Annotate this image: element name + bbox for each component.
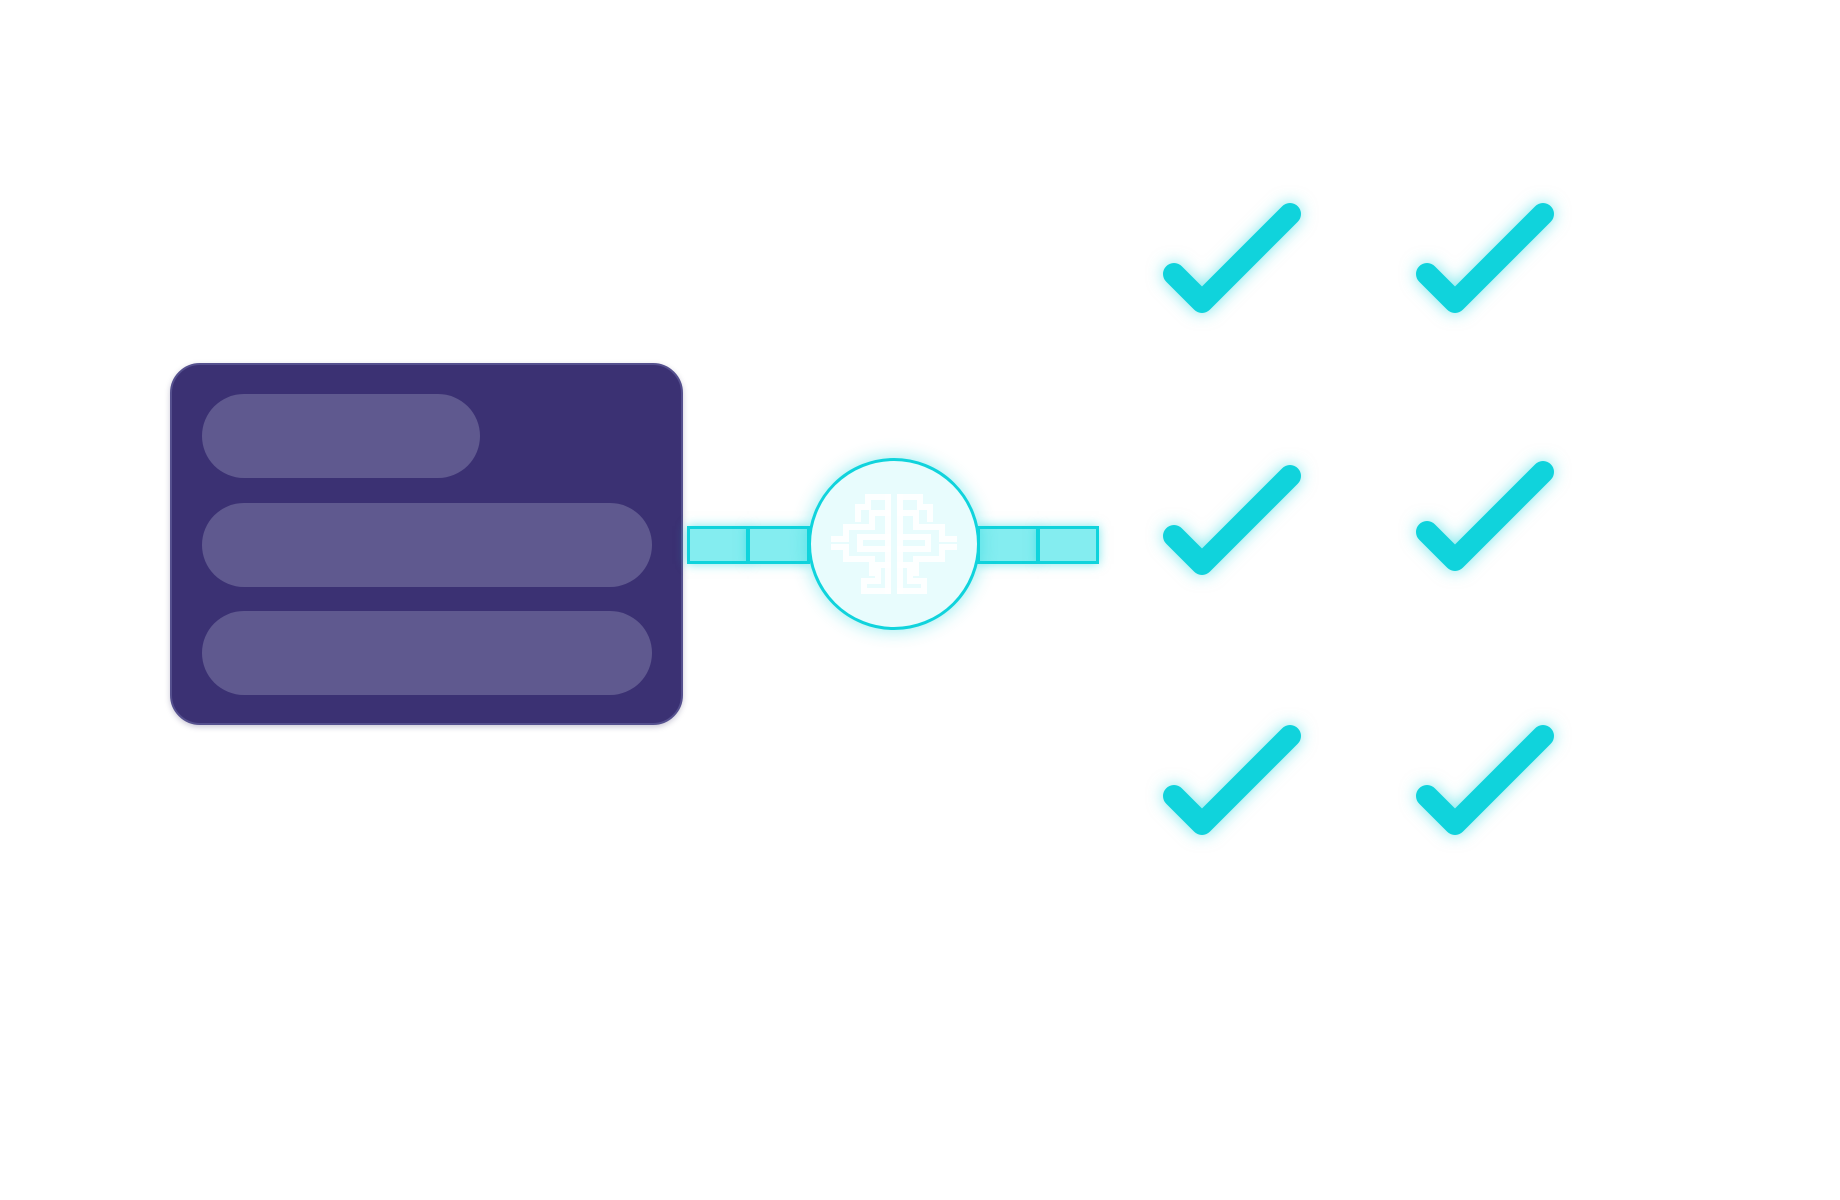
document-line-long	[202, 503, 652, 587]
checkmark-icon	[1411, 460, 1571, 580]
connector-segment-left-2	[747, 526, 810, 564]
document-line-long	[202, 611, 652, 695]
processing-node	[808, 458, 980, 630]
checkmark-icon	[1158, 202, 1318, 322]
connector-segment-left-1	[687, 526, 749, 564]
checkmark-icon	[1158, 724, 1318, 844]
document-line-short	[202, 394, 480, 478]
document-card	[170, 363, 683, 725]
brain-icon	[830, 489, 958, 599]
connector-segment-right-1	[977, 526, 1039, 564]
checkmark-icon	[1411, 724, 1571, 844]
checkmark-icon	[1411, 202, 1571, 322]
checkmark-icon	[1158, 464, 1318, 584]
connector-segment-right-2	[1037, 526, 1099, 564]
